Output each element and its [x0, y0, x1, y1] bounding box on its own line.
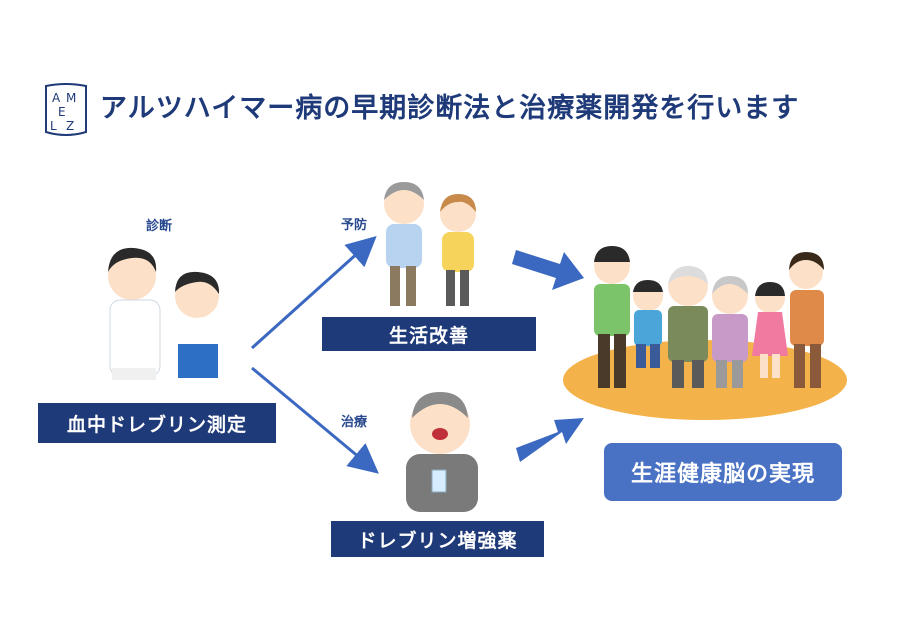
page-title: アルツハイマー病の早期診断法と治療薬開発を行います	[100, 93, 800, 124]
svg-text:E: E	[58, 105, 66, 119]
treatment-label: 治療	[341, 415, 368, 430]
nurse-illustration	[108, 247, 161, 380]
patient-with-medicine-illustration	[406, 392, 478, 512]
diagnosis-label: 診断	[146, 219, 173, 234]
lifestyle-improvement-box: 生活改善	[322, 317, 536, 351]
arrow-to-treatment	[251, 366, 379, 474]
svg-text:M: M	[66, 91, 76, 105]
patient-illustration	[175, 271, 220, 378]
svg-text:A: A	[52, 91, 61, 105]
big-arrow-lower	[516, 418, 584, 462]
big-arrow-upper	[512, 250, 584, 290]
svg-text:Z: Z	[66, 119, 74, 133]
blood-drebrin-measurement-box: 血中ドレブリン測定	[38, 403, 276, 443]
family-group-illustration	[594, 246, 824, 388]
walking-couple-illustration	[384, 182, 476, 306]
drebrin-enhancer-drug-box: ドレブリン増強薬	[331, 521, 544, 557]
amelz-logo: A M E L Z	[38, 80, 94, 140]
arrow-to-prevention	[250, 235, 377, 350]
prevention-label: 予防	[341, 218, 368, 233]
svg-text:L: L	[50, 119, 57, 133]
lifelong-healthy-brain-box: 生涯健康脳の実現	[604, 443, 842, 501]
